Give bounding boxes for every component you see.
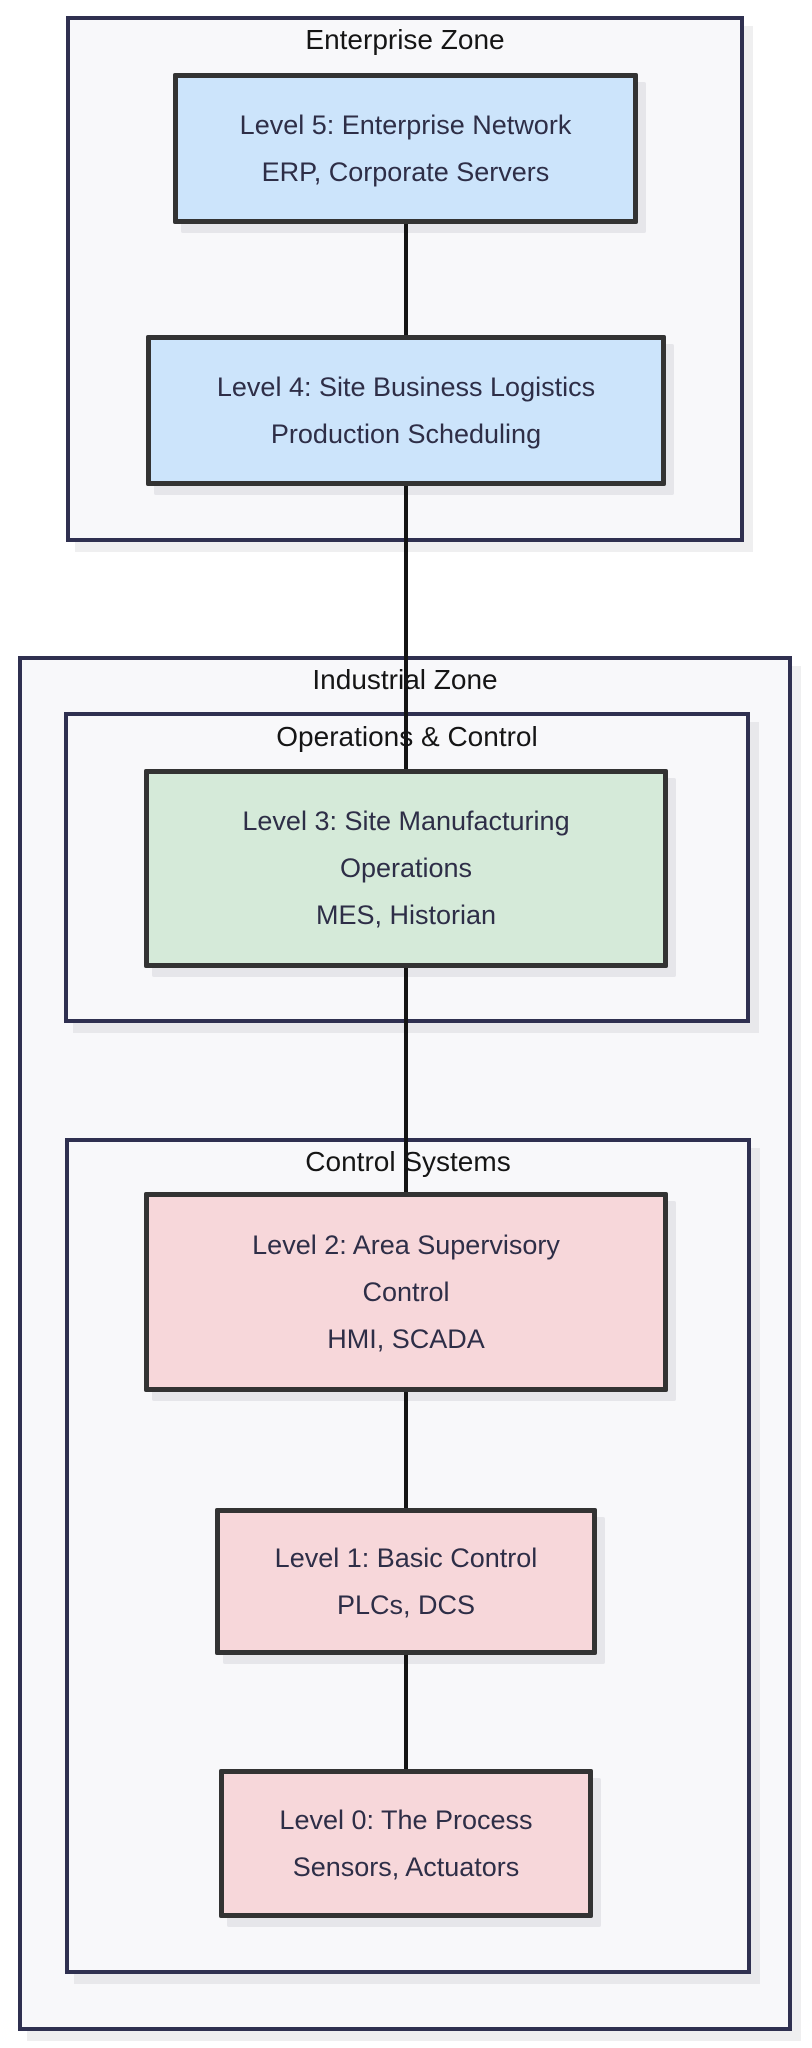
node-level2: Level 2: Area Supervisory Control HMI, S…: [144, 1192, 668, 1392]
connector-level4-level3: [404, 486, 408, 769]
zone-enterprise-label: Enterprise Zone: [305, 24, 505, 55]
connector-level1-level0: [404, 1655, 408, 1769]
node-level0-line-1: Level 0: The Process: [279, 1804, 533, 1835]
node-level1-line-2: PLCs, DCS: [336, 1589, 476, 1620]
node-level3-line-2: Operations: [339, 853, 473, 883]
zone-control-systems-label: Control Systems: [305, 1146, 511, 1177]
node-level2-line-1: Level 2: Area Supervisory: [252, 1229, 560, 1260]
node-level3-line-3: MES, Historian: [315, 900, 497, 930]
node-level4: Level 4: Site Business Logistics Product…: [146, 335, 666, 486]
node-level3: Level 3: Site Manufacturing Operations M…: [144, 769, 668, 968]
node-level5: Level 5: Enterprise Network ERP, Corpora…: [173, 73, 638, 224]
node-level2-line-3: HMI, SCADA: [327, 1323, 485, 1354]
node-level4-line-1: Level 4: Site Business Logistics: [216, 371, 596, 402]
node-level0: Level 0: The Process Sensors, Actuators: [219, 1769, 593, 1918]
connector-level5-level4: [404, 224, 408, 335]
node-level0-line-2: Sensors, Actuators: [292, 1851, 520, 1882]
connector-level2-level1: [404, 1392, 408, 1508]
node-level1: Level 1: Basic Control PLCs, DCS: [215, 1508, 597, 1655]
connector-level3-level2: [404, 968, 408, 1192]
node-level5-line-2: ERP, Corporate Servers: [261, 156, 550, 187]
node-level5-line-1: Level 5: Enterprise Network: [239, 109, 572, 140]
node-level4-line-2: Production Scheduling: [270, 418, 542, 449]
node-level2-line-2: Control: [362, 1276, 450, 1307]
node-level3-line-1: Level 3: Site Manufacturing: [242, 806, 570, 836]
node-level1-line-1: Level 1: Basic Control: [274, 1542, 538, 1573]
